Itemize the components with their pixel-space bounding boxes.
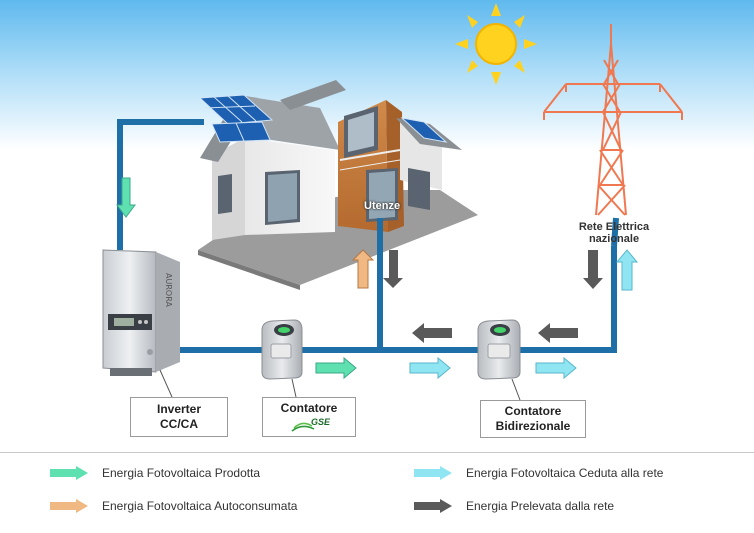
bidirectional-meter-icon — [477, 319, 521, 380]
inverter-label-line1: Inverter — [156, 402, 202, 416]
utenze-label: Utenze — [364, 200, 401, 212]
legend-item-drawn: Energia Prelevata dalla rete — [414, 499, 614, 513]
arrow-drawn-down-grid — [583, 250, 603, 289]
bidirectional-meter-label-line2: Bidirezionale — [495, 419, 571, 433]
legend: Energia Fotovoltaica Prodotta Energia Fo… — [0, 452, 754, 533]
arrow-produced-right — [315, 356, 357, 380]
gse-logo-text: GSE — [311, 417, 331, 427]
national-grid-label: Rete Elettrica nazionale — [566, 221, 662, 245]
arrow-drawn-left-1 — [412, 323, 452, 343]
arrow-selfconsumed-up — [351, 249, 375, 289]
legend-ceded-label: Energia Fotovoltaica Ceduta alla rete — [466, 466, 664, 480]
legend-drawn-label: Energia Prelevata dalla rete — [466, 499, 615, 513]
gse-logo — [291, 422, 315, 432]
inverter-brand-text: AURORA — [164, 273, 173, 307]
inverter-label-line2: CC/CA — [160, 417, 198, 431]
national-grid-label-line2: nazionale — [588, 233, 640, 245]
house-ground-edge — [198, 250, 300, 290]
legend-self-consumed-label: Energia Fotovoltaica Autoconsumata — [102, 499, 298, 513]
sun-icon — [455, 3, 537, 85]
meter-label: Contatore — [280, 401, 338, 415]
legend-item-ceded: Energia Fotovoltaica Ceduta alla rete — [414, 466, 663, 480]
inverter-label-box: Inverter CC/CA — [130, 397, 228, 437]
energy-flow-diagram: AURORA — [102, 3, 683, 401]
legend-ceded-arrow-icon — [414, 466, 452, 480]
legend-drawn-arrow-icon — [414, 499, 452, 513]
bidirectional-meter-label-box: Contatore Bidirezionale — [480, 400, 586, 438]
meter-label-box: Contatore GSE — [262, 397, 356, 437]
meter-icon — [261, 319, 303, 380]
legend-item-produced: Energia Fotovoltaica Prodotta — [50, 466, 260, 480]
legend-self-consumed-arrow-icon — [50, 499, 88, 513]
arrow-ceded-right-1 — [409, 356, 451, 380]
arrow-produced-down — [116, 177, 136, 218]
house-icon — [198, 80, 462, 240]
legend-produced-arrow-icon — [50, 466, 88, 480]
transmission-tower-icon — [543, 24, 683, 216]
arrow-drawn-left-2 — [538, 323, 578, 343]
arrow-drawn-down-house — [383, 250, 403, 288]
bidirectional-meter-label-line1: Contatore — [504, 404, 562, 418]
inverter-icon: AURORA — [102, 249, 180, 376]
legend-item-self-consumed: Energia Fotovoltaica Autoconsumata — [50, 499, 297, 513]
arrow-ceded-up-grid — [615, 249, 639, 291]
legend-produced-label: Energia Fotovoltaica Prodotta — [102, 466, 261, 480]
national-grid-label-line1: Rete Elettrica — [578, 221, 650, 233]
arrow-ceded-right-2 — [535, 356, 577, 380]
